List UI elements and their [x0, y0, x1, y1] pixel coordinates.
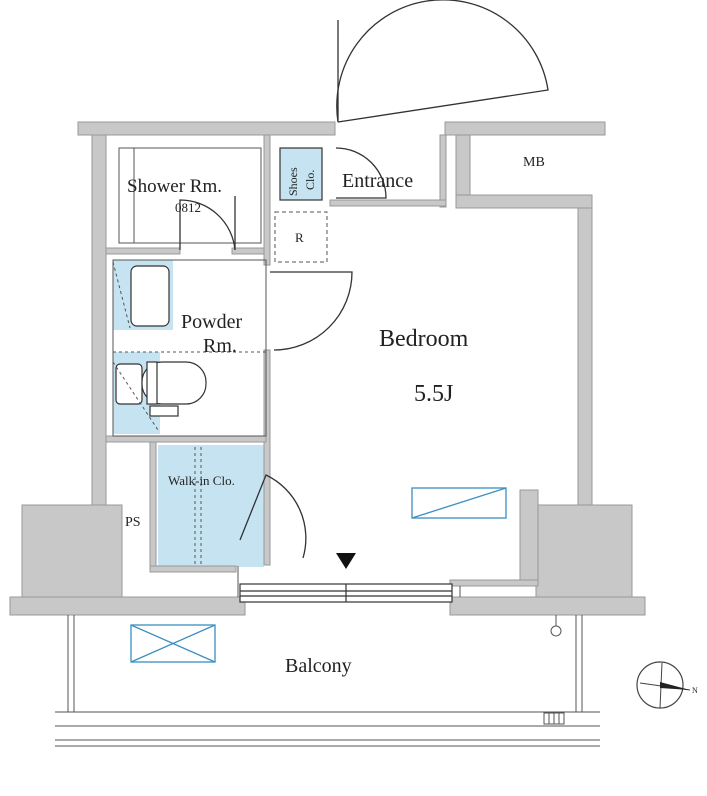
walkin-door [239, 474, 307, 559]
paper-holder [149, 405, 179, 417]
refrigerator-label: R [295, 230, 304, 245]
entrance-main-door [336, 0, 549, 123]
powder-room-label-2: Rm. [203, 335, 237, 357]
entry-marker-triangle [336, 553, 356, 569]
ps-label: PS [125, 515, 141, 530]
walkin-closet-area [158, 445, 264, 567]
shoes-closet-label-1: Shoes [286, 167, 300, 196]
shower-room-label: Shower Rm. [127, 176, 222, 197]
fixture-dashes [112, 261, 266, 564]
toilet-seat-edge [146, 361, 158, 405]
shoes-closet-area [279, 147, 323, 201]
shower-door [179, 199, 236, 251]
room-labels: Shower Rm. 0812 Shoes Clo. Entrance MB R… [125, 155, 545, 677]
shower-room-code: 0812 [175, 200, 201, 215]
aircon-bedroom [411, 487, 507, 519]
wet-areas [113, 147, 323, 567]
powder-room-label-1: Powder [181, 311, 242, 333]
shoes-closet-label-2: Clo. [303, 170, 317, 190]
aircon-outdoor [130, 624, 216, 663]
fixtures [115, 265, 207, 417]
entrance-inner-door [335, 147, 387, 199]
toilet-bowl [141, 361, 207, 405]
toilet-tank [115, 363, 143, 405]
bedroom-label: Bedroom [379, 326, 469, 352]
walls [9, 121, 646, 616]
mb-label: MB [523, 155, 545, 170]
compass-needle [660, 682, 690, 690]
refrigerator-box [274, 211, 328, 263]
compass: N [636, 661, 698, 709]
compass-north-label: N [692, 686, 698, 695]
balcony-window [239, 583, 453, 603]
balcony-label: Balcony [285, 655, 352, 677]
entrance-label: Entrance [342, 170, 413, 192]
washbasin [130, 265, 170, 327]
room-outlines [112, 147, 461, 597]
powder-door [270, 271, 353, 351]
doors [179, 0, 549, 559]
bedroom-size-label: 5.5J [414, 381, 453, 407]
balcony-railing [55, 615, 600, 747]
walkin-closet-label: Walk-in Clo. [168, 473, 235, 488]
